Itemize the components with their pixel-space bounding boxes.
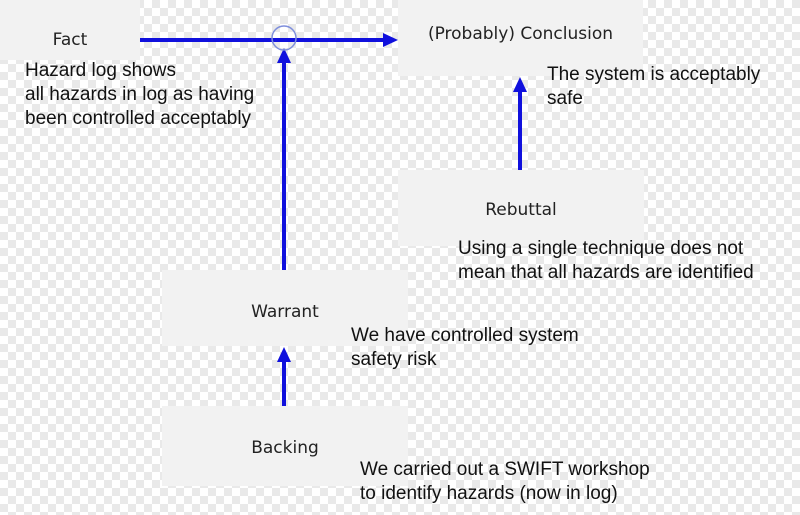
warrant-label: Warrant (251, 302, 319, 322)
fact-note: Hazard log shows all hazards in log as h… (25, 59, 254, 131)
fact-note-line: been controlled acceptably (25, 108, 252, 129)
conclusion-note-line: The system is acceptably (547, 64, 761, 85)
warrant-to-main-arrowhead (277, 48, 291, 63)
backing-note-line: to identify hazards (now in log) (360, 483, 618, 504)
conclusion-label: (Probably) Conclusion (427, 24, 614, 44)
backing-note-line: We carried out a SWIFT workshop (360, 459, 650, 480)
warrant-note-line: safety risk (351, 349, 437, 370)
rebuttal-to-conclusion-arrowhead (513, 77, 527, 92)
backing-box: Backing (162, 406, 408, 486)
rebuttal-label: Rebuttal (485, 200, 557, 220)
conclusion-box: (Probably) Conclusion (398, 0, 643, 76)
fact-box: Fact (0, 0, 140, 60)
fact-note-line: all hazards in log as having (25, 84, 255, 105)
fact-label: Fact (52, 30, 88, 50)
rebuttal-box: Rebuttal (398, 170, 644, 246)
rebuttal-note-line: mean that all hazards are identified (458, 262, 754, 283)
rebuttal-note-line: Using a single technique does not (458, 238, 744, 259)
fact-note-line: Hazard log shows (25, 60, 177, 81)
backing-label: Backing (251, 438, 319, 458)
backing-note: We carried out a SWIFT workshop to ident… (360, 458, 650, 506)
warrant-note-line: We have controlled system (351, 325, 579, 346)
warrant-note: We have controlled system safety risk (351, 324, 579, 372)
junction-circle (271, 25, 297, 51)
warrant-box: Warrant (162, 270, 408, 346)
conclusion-note-line: safe (547, 88, 583, 109)
conclusion-note: The system is acceptably safe (547, 63, 760, 111)
backing-to-warrant-arrowhead (277, 347, 291, 362)
rebuttal-note: Using a single technique does not mean t… (458, 237, 754, 285)
fact-to-conclusion-arrowhead (383, 33, 398, 47)
